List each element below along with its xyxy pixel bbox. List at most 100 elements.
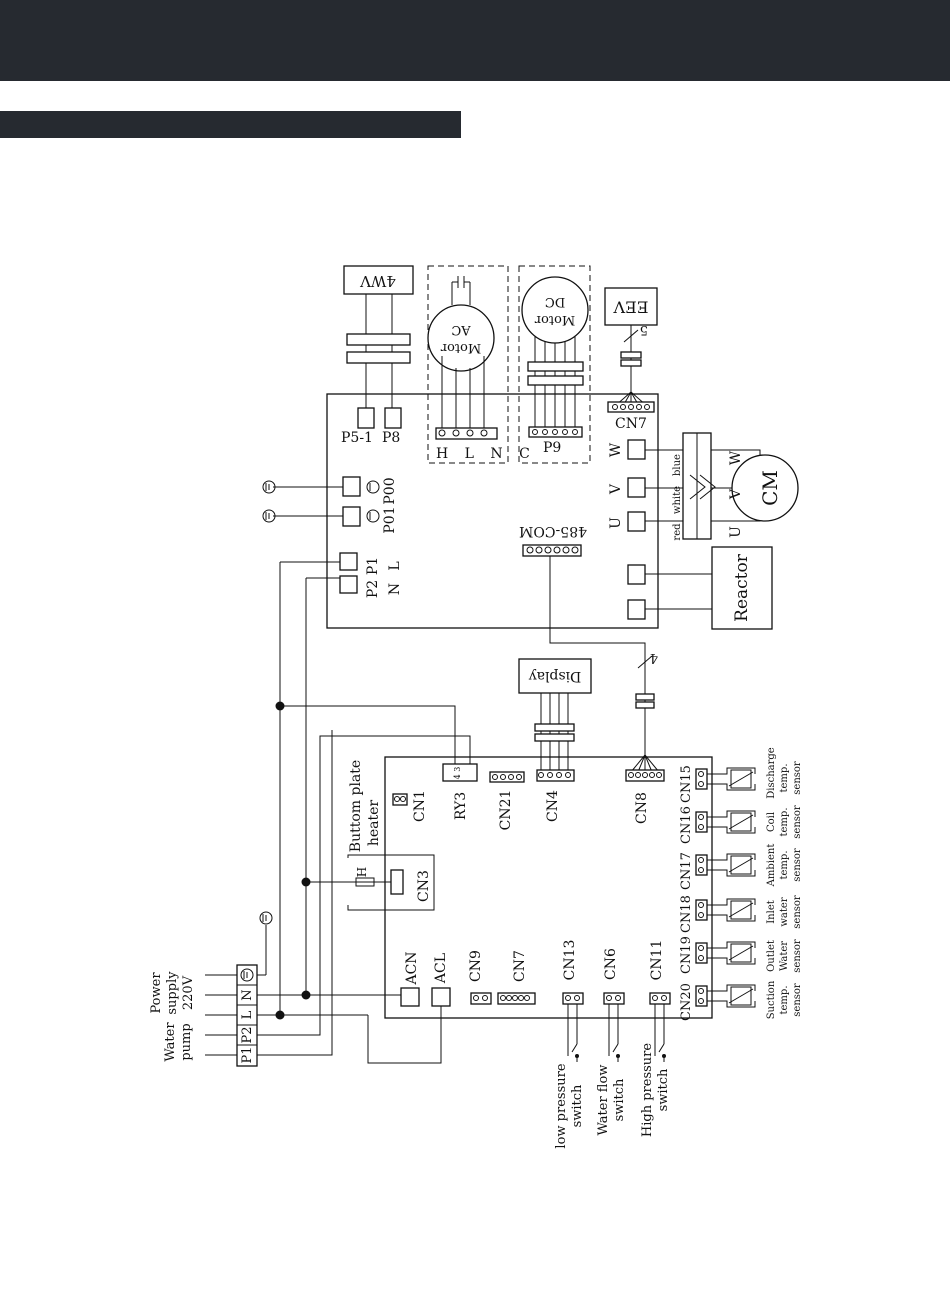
display-label: Display bbox=[529, 668, 582, 684]
dc-motor-label-1: Motor bbox=[534, 312, 575, 327]
cn21-label: CN21 bbox=[498, 790, 514, 831]
l-label: L bbox=[387, 561, 403, 570]
cn1-label: CN1 bbox=[412, 790, 428, 822]
cn6-label: CN6 bbox=[603, 948, 619, 980]
high-pressure-label-2: switch bbox=[656, 1068, 671, 1111]
sensor-cn16: CN16 Coil temp. sensor bbox=[679, 805, 803, 844]
ac-motor-label-2: AC bbox=[451, 322, 471, 337]
cn8-label: CN8 bbox=[634, 792, 650, 824]
sensor-3-line-1: Inlet bbox=[766, 900, 777, 924]
p01-label: P01 bbox=[382, 506, 398, 533]
sensor-ports: CN15 Discharge temp. sensor CN16 Coil te… bbox=[679, 747, 803, 1021]
water-flow-label-1: Water flow bbox=[596, 1065, 611, 1136]
ac-motor-label-1: Motor bbox=[440, 340, 481, 355]
cn7-label: CN7 bbox=[512, 950, 528, 982]
p2-label: P2 bbox=[365, 580, 381, 598]
sensor-cn20: CN20 Suction temp. sensor bbox=[679, 980, 803, 1021]
high-pressure-switch: High pressure switch bbox=[640, 1004, 671, 1137]
sensor-cn19: CN19 Outlet Water sensor bbox=[679, 936, 803, 974]
cn15-label: CN15 bbox=[679, 765, 694, 803]
sensor-0-line-2: temp. bbox=[779, 764, 790, 793]
sensor-4-line-1: Outlet bbox=[766, 940, 777, 972]
water-pump-label-2: pump bbox=[179, 1023, 194, 1060]
eev-label: EEV bbox=[613, 298, 648, 317]
terminal-block: N L P2 P1 bbox=[236, 964, 258, 1067]
sensor-2-line-1: Ambient bbox=[766, 844, 777, 888]
cn11-label: CN11 bbox=[649, 940, 665, 981]
sensor-5-line-2: temp. bbox=[779, 986, 790, 1015]
cn19-label: CN19 bbox=[679, 936, 694, 974]
u-label: U bbox=[608, 517, 624, 529]
outdoor-power-input: P1 P2 L N bbox=[339, 552, 403, 598]
cn13-label: CN13 bbox=[562, 940, 578, 981]
terminal-n: N bbox=[240, 989, 255, 1000]
cn9-label: CN9 bbox=[468, 950, 484, 982]
acn-label: ACN bbox=[404, 951, 420, 985]
p5-1-label: P5-1 bbox=[341, 430, 373, 446]
sensor-5-line-1: Suction bbox=[766, 980, 777, 1019]
high-pressure-label-1: High pressure bbox=[640, 1043, 655, 1137]
p9-label: P9 bbox=[543, 440, 561, 456]
section-title-bar bbox=[0, 111, 461, 138]
n-label: N bbox=[387, 583, 403, 595]
four-way-valve-label: 4WV bbox=[359, 272, 396, 290]
cn18-label: CN18 bbox=[679, 895, 694, 933]
sensor-cn17: CN17 Ambient temp. sensor bbox=[679, 844, 803, 890]
terminal-p1: P1 bbox=[240, 1046, 255, 1063]
wire-blue: blue bbox=[672, 454, 683, 476]
sensor-3-line-3: sensor bbox=[792, 895, 803, 929]
p8-label: P8 bbox=[382, 430, 400, 446]
water-flow-switch: Water flow switch bbox=[596, 1004, 627, 1135]
sensor-1-line-1: Coil bbox=[766, 812, 777, 832]
cn3-label: CN3 bbox=[416, 870, 432, 902]
sensor-4-line-2: Water bbox=[779, 941, 790, 971]
cm-v-label: V bbox=[728, 488, 744, 500]
sensor-2-line-2: temp. bbox=[779, 851, 790, 880]
power-supply-label-2: supply bbox=[165, 971, 180, 1015]
wire-white: white bbox=[672, 486, 683, 514]
sensor-cn18: CN18 Inlet water sensor bbox=[679, 895, 803, 933]
low-pressure-label-1: low pressure bbox=[554, 1063, 569, 1148]
water-pump-label-1: Water bbox=[163, 1022, 178, 1062]
sensor-0-line-3: sensor bbox=[792, 761, 803, 795]
compressor-terminals: W V U blue white red CM W V U bbox=[608, 432, 799, 541]
dc-fan-motor: Motor DC P9 bbox=[518, 265, 591, 464]
dc-motor-label-2: DC bbox=[545, 294, 565, 309]
ac-motor-pins: H L N C bbox=[436, 446, 536, 462]
heater-mark: H bbox=[355, 867, 369, 877]
w-label: W bbox=[608, 442, 624, 457]
p00-label: P00 bbox=[382, 477, 398, 504]
eev-wire-count: 5 bbox=[640, 322, 648, 337]
compressor bbox=[731, 454, 799, 522]
sensor-5-line-3: sensor bbox=[792, 983, 803, 1017]
sensor-3-line-2: water bbox=[779, 897, 790, 926]
sensor-1-line-2: temp. bbox=[779, 808, 790, 837]
sensor-0-line-1: Discharge bbox=[766, 747, 777, 799]
ac-fan-motor: Motor AC H L N C bbox=[427, 265, 536, 464]
reactor: Reactor bbox=[627, 546, 773, 630]
sensor-cn15: CN15 Discharge temp. sensor bbox=[679, 747, 803, 803]
ground-terminals: P00 P01 bbox=[262, 476, 398, 534]
sensor-2-line-3: sensor bbox=[792, 848, 803, 882]
ry3-pins: 4 3 bbox=[453, 767, 462, 780]
cm-w-label: W bbox=[728, 450, 744, 465]
cn17-label: CN17 bbox=[679, 852, 694, 890]
rs485-port: 485-COM 4 bbox=[519, 523, 658, 755]
low-pressure-label-2: switch bbox=[570, 1084, 585, 1127]
outdoor-control-board bbox=[326, 393, 659, 629]
com485-label: 485-COM bbox=[519, 523, 587, 539]
sensor-1-line-3: sensor bbox=[792, 805, 803, 839]
cm-u-label: U bbox=[728, 526, 744, 538]
reactor-label: Reactor bbox=[732, 553, 752, 622]
terminal-p2: P2 bbox=[240, 1026, 255, 1043]
header-bar bbox=[0, 0, 950, 81]
water-flow-label-2: switch bbox=[612, 1078, 627, 1121]
display-module: Display bbox=[518, 658, 592, 770]
low-pressure-switch: low pressure switch bbox=[554, 1004, 585, 1149]
ry3-label: RY3 bbox=[453, 792, 469, 820]
power-supply-label-3: 220V bbox=[181, 975, 196, 1010]
acl-label: ACL bbox=[433, 953, 449, 984]
wire-red: red bbox=[672, 523, 683, 541]
electronic-expansion-valve: EEV 5 CN7 bbox=[604, 287, 658, 432]
